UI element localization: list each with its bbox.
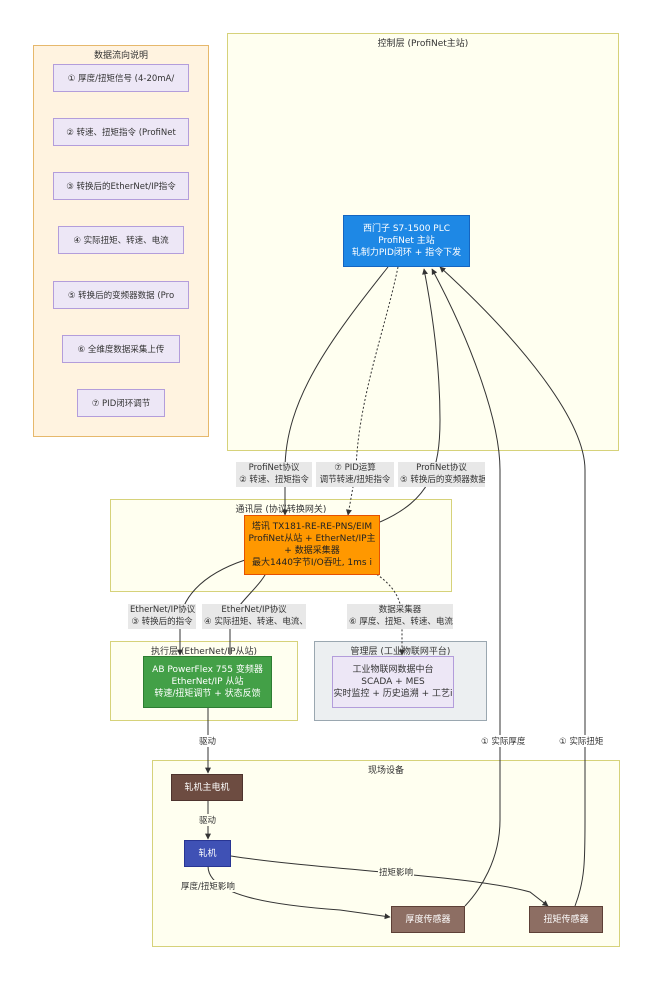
edge-label-drive-2: 驱动 bbox=[198, 814, 218, 826]
edge-label-daq: 数据采集器 ⑥ 厚度、扭矩、转速、电流、 bbox=[347, 604, 453, 629]
edge-label-eip-cmd-line-2: ③ 转换后的指令 bbox=[131, 617, 193, 627]
legend-item-6: ⑥ 全维度数据采集上传 bbox=[62, 335, 180, 363]
edge-gateway-to-plc bbox=[379, 268, 441, 523]
legend-item-3: ③ 转换后的EtherNet/IP指令 bbox=[53, 172, 189, 200]
edge-label-actual-thickness: ① 实际厚度 bbox=[480, 735, 527, 747]
drive-line-1: AB PowerFlex 755 变频器 bbox=[152, 665, 263, 675]
iot-line-3: 实时监控 + 历史追溯 + 工艺i bbox=[333, 689, 453, 699]
edge-label-profinet-data-line-1: ProfiNet协议 bbox=[416, 463, 467, 473]
torque-sensor-node: 扭矩传感器 bbox=[529, 906, 603, 933]
iot-node: 工业物联网数据中台 SCADA + MES 实时监控 + 历史追溯 + 工艺i bbox=[332, 656, 454, 708]
thickness-sensor-node: 厚度传感器 bbox=[391, 906, 465, 933]
gateway-line-4: 最大1440字节I/O吞吐, 1ms i bbox=[252, 558, 372, 568]
torque-sensor-label: 扭矩传感器 bbox=[543, 914, 589, 925]
edge-label-pid-line-1: ⑦ PID运算 bbox=[334, 463, 376, 473]
edge-label-eip-data: EtherNet/IP协议 ④ 实际扭矩、转速、电流、i bbox=[202, 604, 306, 629]
gateway-line-2: ProfiNet从站 + EtherNet/IP主 bbox=[248, 534, 376, 544]
edge-label-eip-data-line-1: EtherNet/IP协议 bbox=[221, 605, 287, 615]
thickness-sensor-label: 厚度传感器 bbox=[405, 914, 451, 925]
iot-line-1: 工业物联网数据中台 bbox=[352, 665, 434, 675]
edge-label-eip-cmd: EtherNet/IP协议 ③ 转换后的指令 bbox=[128, 604, 196, 629]
edge-label-pid-line-2: 调节转速/扭矩指令 bbox=[319, 475, 391, 485]
edge-mill-to-thickness bbox=[207, 865, 391, 920]
edge-label-profinet-data: ProfiNet协议 ⑤ 转换后的变频器数据 bbox=[398, 462, 485, 487]
legend-item-1: ① 厚度/扭矩信号 (4-20mA/ bbox=[53, 64, 189, 92]
comm-layer-title: 通讯层 (协议转换网关) bbox=[235, 505, 327, 515]
edge-label-actual-torque: ① 实际扭矩 bbox=[558, 735, 605, 747]
legend-item-7: ⑦ PID闭环调节 bbox=[77, 389, 165, 417]
drive-line-2: EtherNet/IP 从站 bbox=[171, 677, 244, 687]
gateway-line-3: + 数据采集器 bbox=[284, 546, 340, 556]
plc-line-1: 西门子 S7-1500 PLC bbox=[362, 224, 451, 234]
edge-mill-to-torque bbox=[230, 855, 549, 907]
edge-label-drive-1: 驱动 bbox=[198, 735, 218, 747]
edge-label-daq-line-1: 数据采集器 bbox=[378, 605, 422, 615]
plc-node: 西门子 S7-1500 PLC ProfiNet 主站 轧制力PID闭环 + 指… bbox=[343, 215, 470, 267]
edge-label-profinet-cmd-line-2: ② 转速、扭矩指令 bbox=[239, 475, 309, 485]
drive-line-3: 转速/扭矩调节 + 状态反馈 bbox=[154, 689, 261, 699]
gateway-line-1: 塔讯 TX181-RE-RE-PNS/EIM bbox=[251, 522, 373, 532]
edge-label-thickness-effect: 厚度/扭矩影响 bbox=[180, 880, 236, 892]
edge-thickness-to-plc bbox=[431, 268, 501, 907]
edge-label-profinet-data-line-2: ⑤ 转换后的变频器数据 bbox=[400, 475, 485, 485]
motor-label: 轧机主电机 bbox=[184, 782, 230, 793]
plc-line-2: ProfiNet 主站 bbox=[378, 236, 435, 246]
edge-label-torque-effect: 扭矩影响 bbox=[378, 866, 415, 878]
iot-line-2: SCADA + MES bbox=[361, 677, 425, 687]
edge-label-eip-cmd-line-1: EtherNet/IP协议 bbox=[130, 605, 196, 615]
exec-layer-title: 执行层 (EtherNet/IP从站) bbox=[151, 647, 257, 657]
edge-label-profinet-cmd: ProfiNet协议 ② 转速、扭矩指令 bbox=[236, 462, 312, 487]
edge-plc-to-gateway bbox=[282, 266, 389, 516]
mill-node: 轧机 bbox=[184, 840, 231, 867]
control-layer-title: 控制层 (ProfiNet主站) bbox=[377, 39, 469, 49]
edge-label-eip-data-line-2: ④ 实际扭矩、转速、电流、i bbox=[204, 617, 306, 627]
legend-title: 数据流向说明 bbox=[93, 51, 148, 61]
edge-gateway-to-iot bbox=[369, 569, 405, 656]
edge-torque-to-plc bbox=[439, 266, 586, 907]
legend-item-4: ④ 实际扭矩、转速、电流 bbox=[58, 226, 184, 254]
legend-item-5: ⑤ 转换后的变频器数据 (Pro bbox=[53, 281, 189, 309]
mill-label: 轧机 bbox=[198, 848, 217, 859]
field-devices-title: 现场设备 bbox=[367, 766, 404, 776]
edge-label-profinet-cmd-line-1: ProfiNet协议 bbox=[248, 463, 300, 473]
gateway-node: 塔讯 TX181-RE-RE-PNS/EIM ProfiNet从站 + Ethe… bbox=[244, 515, 380, 575]
edge-label-pid: ⑦ PID运算 调节转速/扭矩指令 bbox=[316, 462, 394, 487]
drive-node: AB PowerFlex 755 变频器 EtherNet/IP 从站 转速/扭… bbox=[143, 656, 272, 708]
edge-pid-loop bbox=[345, 266, 399, 516]
motor-node: 轧机主电机 bbox=[171, 774, 243, 801]
legend-item-2: ② 转速、扭矩指令 (ProfiNet bbox=[53, 118, 189, 146]
edge-label-daq-line-2: ⑥ 厚度、扭矩、转速、电流、 bbox=[349, 617, 453, 627]
plc-line-3: 轧制力PID闭环 + 指令下发 bbox=[351, 248, 462, 258]
